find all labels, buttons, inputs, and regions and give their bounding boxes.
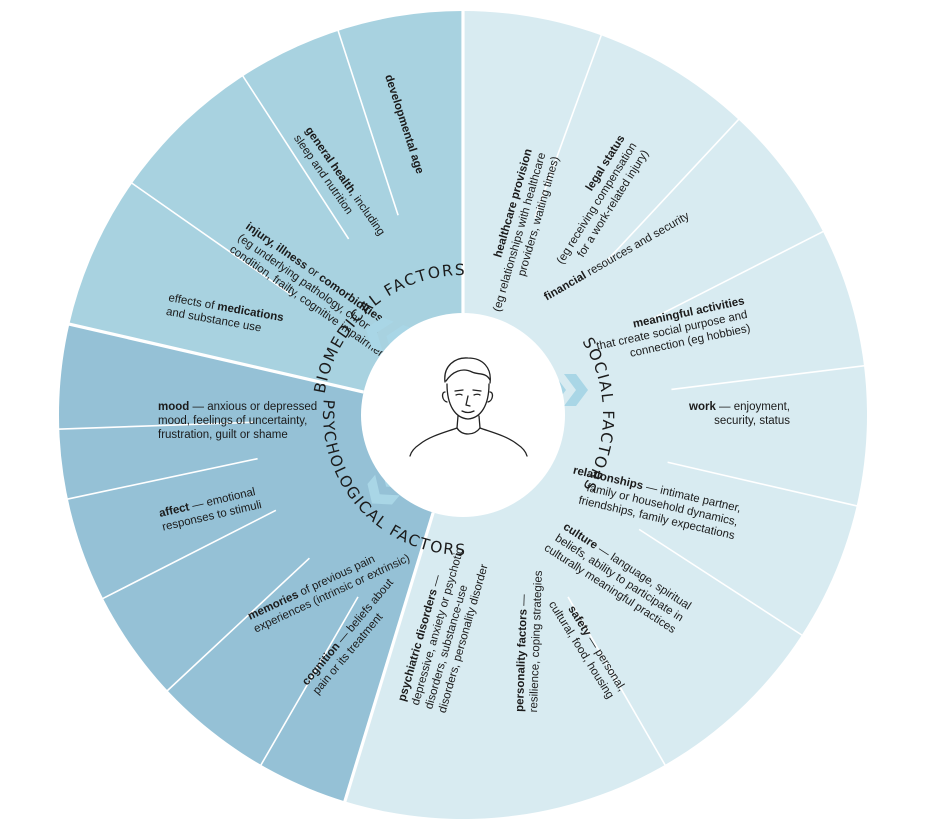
person-portrait-icon [409,357,528,457]
segment-mood: mood — anxious or depressed mood, feeling… [158,401,317,441]
segment-work: work — enjoyment, security, status [688,401,790,427]
divider-line [129,181,292,296]
divider-line [100,509,277,601]
divider-line [638,528,804,637]
divider-line [241,74,350,240]
divider-line [567,596,667,768]
divider-line [67,322,364,394]
segment-text-line: work — enjoyment, [688,401,790,413]
divider-line [336,28,399,216]
divider-line [534,33,603,218]
segment-text-line: security, status [714,415,790,427]
center-circle [361,313,565,517]
divider-line [649,229,826,321]
divider-line [671,364,867,391]
divider-line [667,461,859,508]
divider-line [259,596,359,768]
divider-line [605,117,741,262]
segment-text-line: mood — anxious or depressed [158,401,317,413]
divider-line [57,421,254,430]
segment-text-line: frustration, guilt or shame [158,429,288,441]
segment-text-line: personality factors — [514,594,530,712]
segment-text-line: resilience, coping strategies [528,570,545,712]
divider-line [342,512,435,804]
segment-text-line: mood, feelings of uncertainty, [158,415,307,427]
divider-line [65,457,258,501]
sector-psychological [58,324,463,802]
segment-personality-factors: personality factors —resilience, coping … [514,570,545,712]
segment-dividers [57,9,867,804]
divider-line [165,557,310,693]
sector-social [344,11,868,820]
sector-backgrounds [58,11,868,820]
